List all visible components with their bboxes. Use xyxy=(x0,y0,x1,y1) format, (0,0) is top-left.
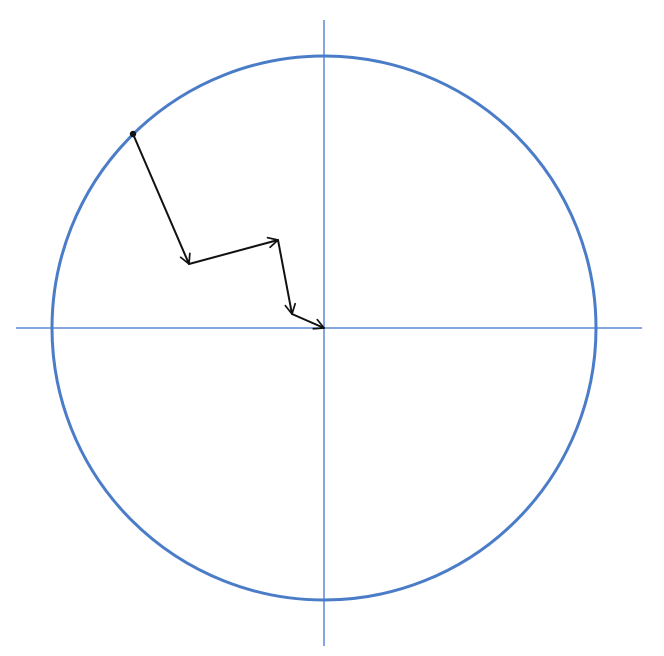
circle xyxy=(50,54,598,602)
vector-2 xyxy=(188,236,279,265)
axes xyxy=(16,20,642,646)
vector-path xyxy=(132,133,325,330)
vector-4 xyxy=(291,313,325,330)
start-point-dot-icon xyxy=(129,130,137,138)
vector-3 xyxy=(277,239,296,315)
vector-1 xyxy=(132,133,191,265)
